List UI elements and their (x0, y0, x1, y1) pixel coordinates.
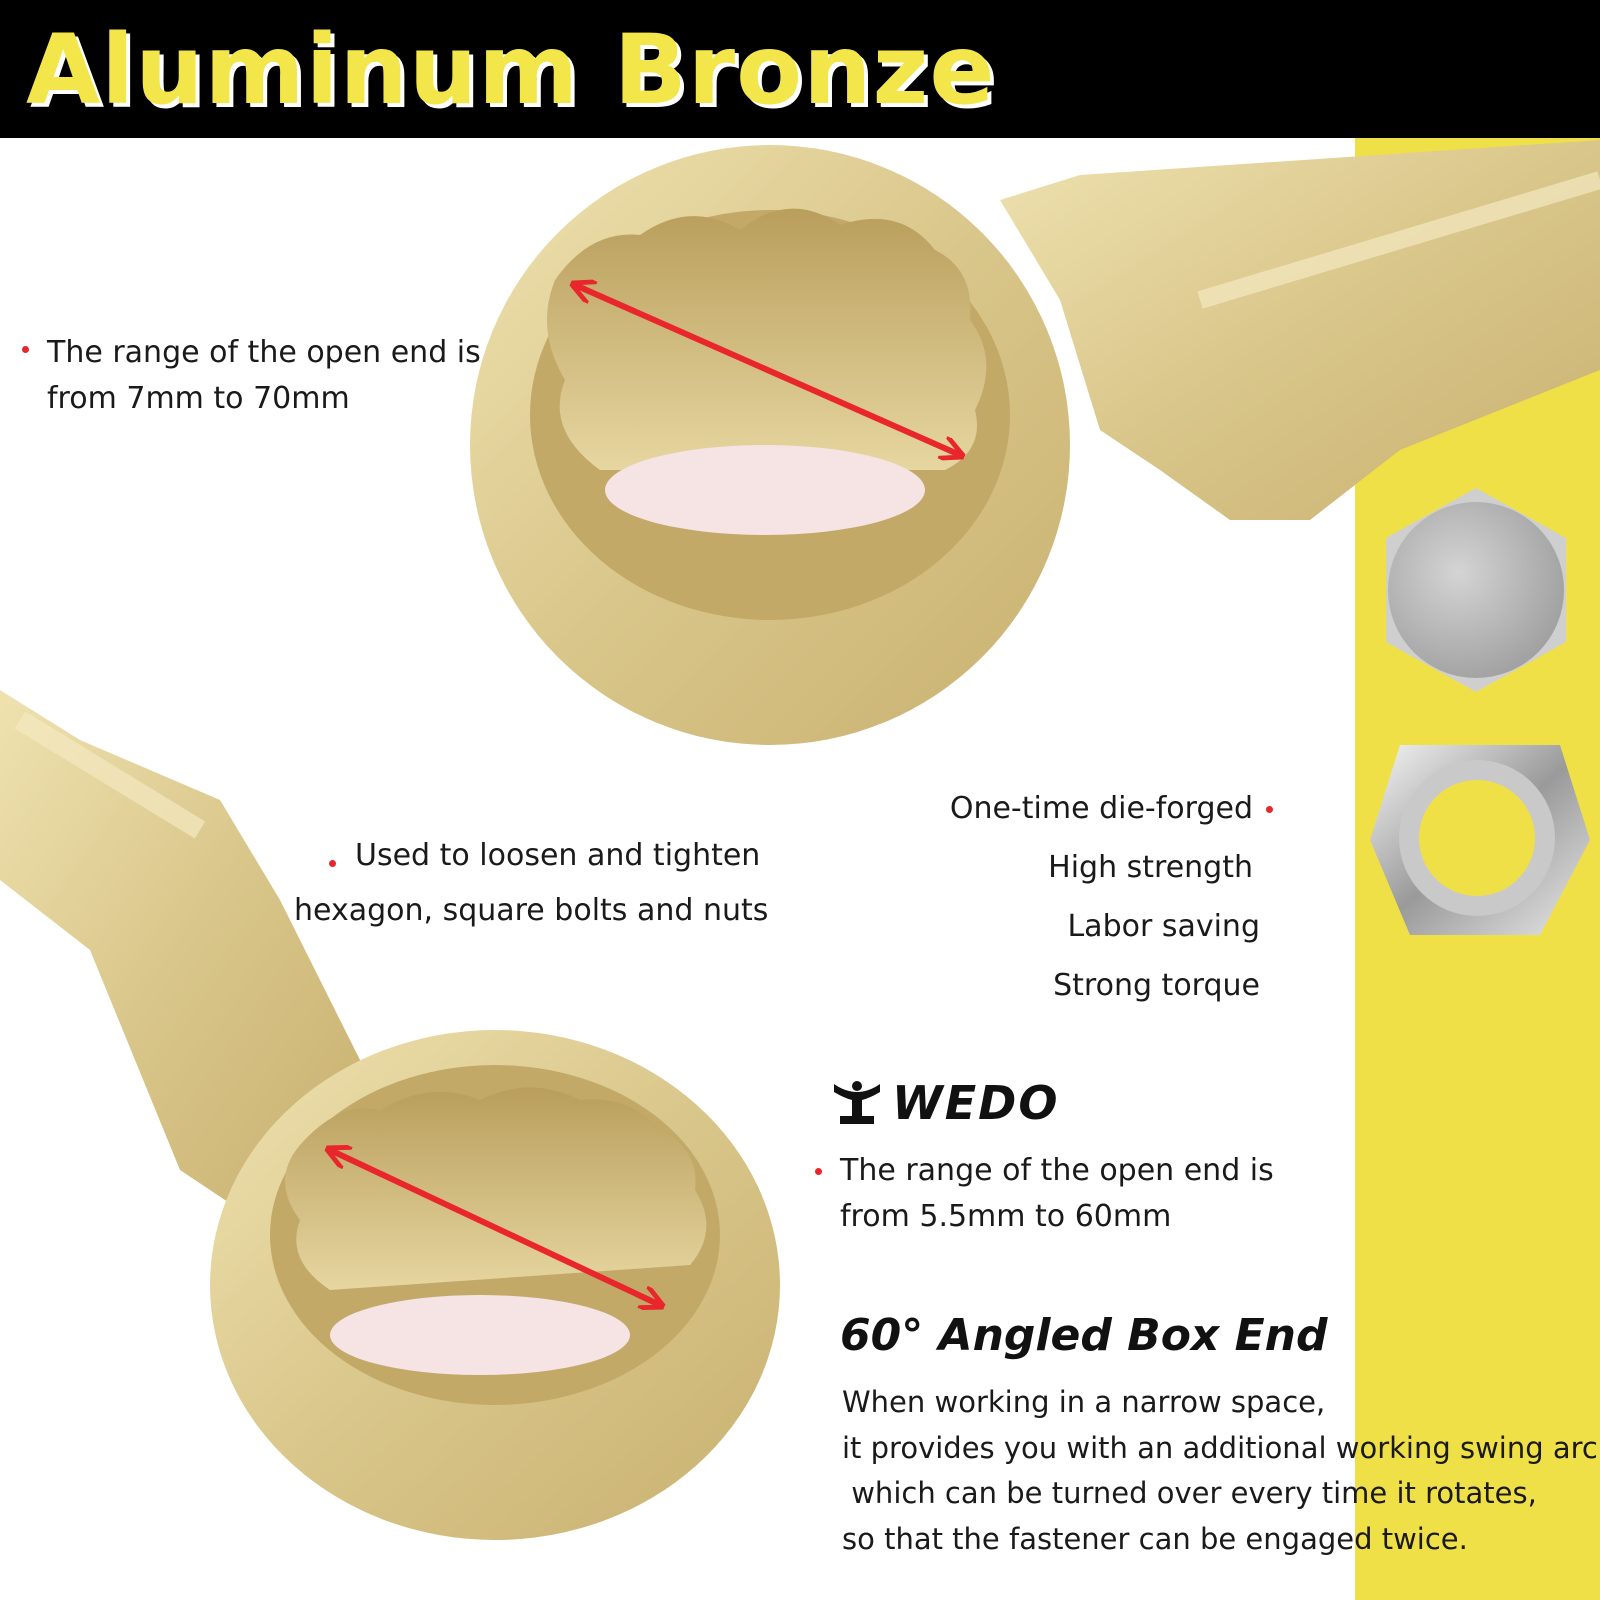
angled-line: it provides you with an additional worki… (842, 1430, 1600, 1465)
box-wrench-bottom-image (0, 690, 780, 1540)
hex-nut-icon (1370, 745, 1590, 935)
bullet-icon (815, 1168, 822, 1175)
top-range-line2: from 7mm to 70mm (47, 381, 350, 416)
header-bar (0, 0, 1600, 138)
angled-line: which can be turned over every time it r… (842, 1476, 1537, 1510)
benefit-labor-saving: Labor saving (1067, 909, 1260, 944)
hex-bolt-head-icon (1386, 488, 1566, 692)
angled-line: so that the fastener can be engaged twic… (842, 1521, 1468, 1556)
bullet-icon (329, 860, 336, 867)
top-range-line1: The range of the open end is (47, 335, 481, 370)
brand-name: WEDO (892, 1076, 1060, 1130)
benefit-strong-torque: Strong torque (1053, 968, 1260, 1003)
bottom-range-line2: from 5.5mm to 60mm (840, 1199, 1172, 1234)
bullet-icon (1266, 806, 1273, 813)
usage-line2: hexagon, square bolts and nuts (294, 893, 769, 928)
angled-description: When working in a narrow space, it provi… (842, 1380, 1600, 1562)
box-wrench-top-image (470, 140, 1600, 745)
angled-line: When working in a narrow space, (842, 1385, 1326, 1419)
benefit-high-strength: High strength (1048, 850, 1253, 885)
wedo-logo-icon (834, 1081, 880, 1124)
measurement-arrow-icon (575, 285, 960, 455)
bullet-icon (22, 346, 29, 353)
page-title: Aluminum Bronze (26, 14, 996, 126)
usage-line1: Used to loosen and tighten (355, 838, 761, 873)
bottom-range-line1: The range of the open end is (840, 1153, 1274, 1188)
benefit-die-forged: One-time die-forged (949, 791, 1253, 826)
angled-heading: 60° Angled Box End (840, 1310, 1328, 1361)
